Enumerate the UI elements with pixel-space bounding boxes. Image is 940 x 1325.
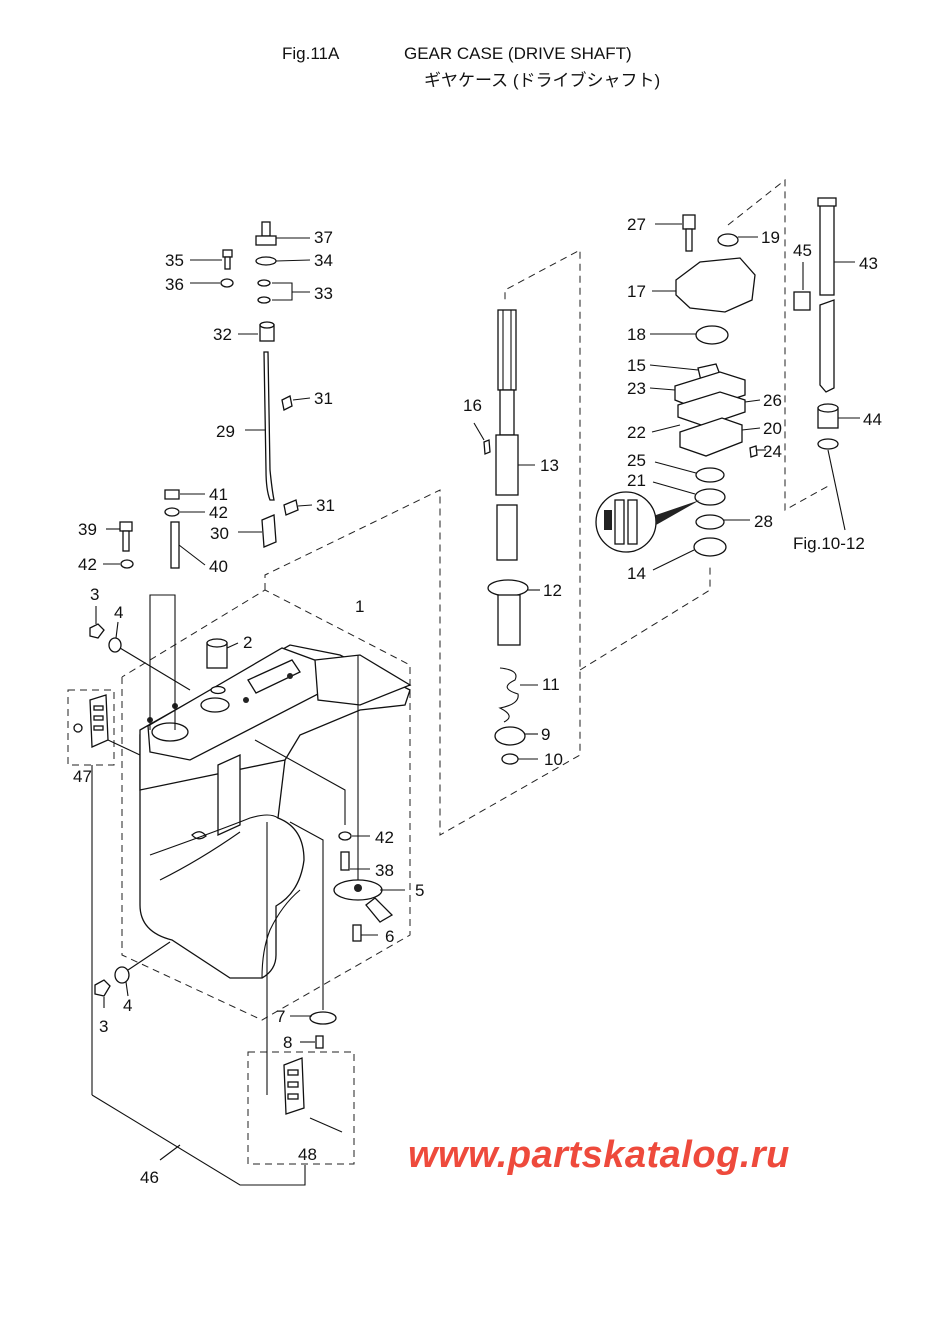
callout-3a: 3 [90,585,99,604]
callout-48: 48 [298,1145,317,1164]
callout-41: 41 [209,485,228,504]
assembly-outlines [67,178,831,1165]
callout-27: 27 [627,215,646,234]
seal-detail-inset [595,491,700,553]
callout-29: 29 [216,422,235,441]
callout-7: 7 [276,1007,285,1026]
part-2-bushing [206,638,239,669]
figure-number: Fig.11A [282,44,340,63]
callout-25: 25 [627,451,646,470]
callout-labels: 1 2 3 4 4 3 5 6 7 8 9 10 11 12 13 14 15 … [73,215,882,1187]
callout-2: 2 [243,633,252,652]
callout-12: 12 [543,581,562,600]
part-43-44-45-water-tube [793,197,860,531]
callout-40: 40 [209,557,228,576]
callout-23: 23 [627,379,646,398]
callout-42a: 42 [209,503,228,522]
callout-42c: 42 [375,828,394,847]
callout-17: 17 [627,282,646,301]
callout-8: 8 [283,1033,292,1052]
part-5-38-42-6-lower [254,655,405,942]
part-29-shift-rod [238,351,313,548]
callout-30: 30 [210,524,229,543]
diagram-title: GEAR CASE (DRIVE SHAFT) [404,44,632,63]
callout-36: 36 [165,275,184,294]
callout-46: 46 [140,1168,159,1187]
callout-31b: 31 [316,496,335,515]
callout-33: 33 [314,284,333,303]
callout-5: 5 [415,881,424,900]
callout-45: 45 [793,241,812,260]
callout-24: 24 [763,442,782,461]
callout-13: 13 [540,456,559,475]
callout-1: 1 [355,597,364,616]
callout-47: 47 [73,767,92,786]
callout-22: 22 [627,423,646,442]
callout-10: 10 [544,750,563,769]
callout-4a: 4 [114,603,123,622]
callout-3b: 3 [99,1017,108,1036]
callout-11: 11 [542,675,560,694]
callout-32: 32 [213,325,232,344]
callout-20: 20 [763,419,782,438]
callout-9: 9 [541,725,550,744]
part-17-pump-housing [649,214,766,571]
callout-34: 34 [314,251,333,270]
part-32-37-rod-top [190,221,311,342]
callout-31a: 31 [314,389,333,408]
part-47-anode-kit [73,694,141,1095]
gear-case-housing [139,644,412,979]
callout-28: 28 [754,512,773,531]
callout-35: 35 [165,251,184,270]
part-3-4-screws-bottom [94,941,171,1008]
callout-21: 21 [627,471,646,490]
watermark: www.partskatalog.ru [408,1134,790,1176]
part-12-9-10-11-gears [487,579,540,765]
callout-18: 18 [627,325,646,344]
callout-15: 15 [627,356,646,375]
part-7-8-48-lower [91,821,343,1186]
callout-6: 6 [385,927,394,946]
callout-19: 19 [761,228,780,247]
callout-4b: 4 [123,996,132,1015]
callout-42b: 42 [78,555,97,574]
kit-47-box [67,689,115,766]
callout-16: 16 [463,396,482,415]
callout-38: 38 [375,861,394,880]
diagram-subtitle-jp: ギヤケース (ドライブシャフト) [424,71,661,90]
kit-48-box [247,1051,355,1165]
callout-44: 44 [863,410,882,429]
callout-39: 39 [78,520,97,539]
part-39-41-42-fasteners [103,489,206,730]
part-3-4-screws-top [89,606,191,691]
part-13-drive-shaft [473,309,535,561]
callout-37: 37 [314,228,333,247]
callout-14: 14 [627,564,646,583]
callout-26: 26 [763,391,782,410]
callout-43: 43 [859,254,878,273]
callout-fig-ref: Fig.10-12 [793,534,865,553]
